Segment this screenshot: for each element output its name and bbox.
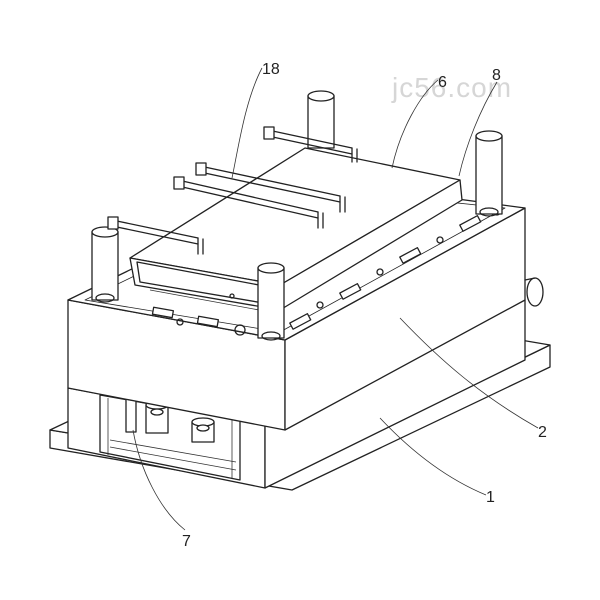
label-2: 2 xyxy=(538,424,547,441)
label-18: 18 xyxy=(262,61,280,78)
ejector-pin xyxy=(125,397,137,433)
label-6: 6 xyxy=(438,74,447,91)
leader-lines xyxy=(132,67,539,531)
label-1: 1 xyxy=(486,489,495,506)
guide-pillar-right xyxy=(475,130,503,217)
label-8: 8 xyxy=(492,67,501,84)
watermark: jc56.com xyxy=(391,72,512,103)
guide-pillar-left xyxy=(91,226,119,303)
cooling-pipes xyxy=(107,126,358,255)
label-7: 7 xyxy=(182,533,191,550)
guide-pillar-front xyxy=(257,262,285,341)
cavity-plate xyxy=(129,147,463,313)
